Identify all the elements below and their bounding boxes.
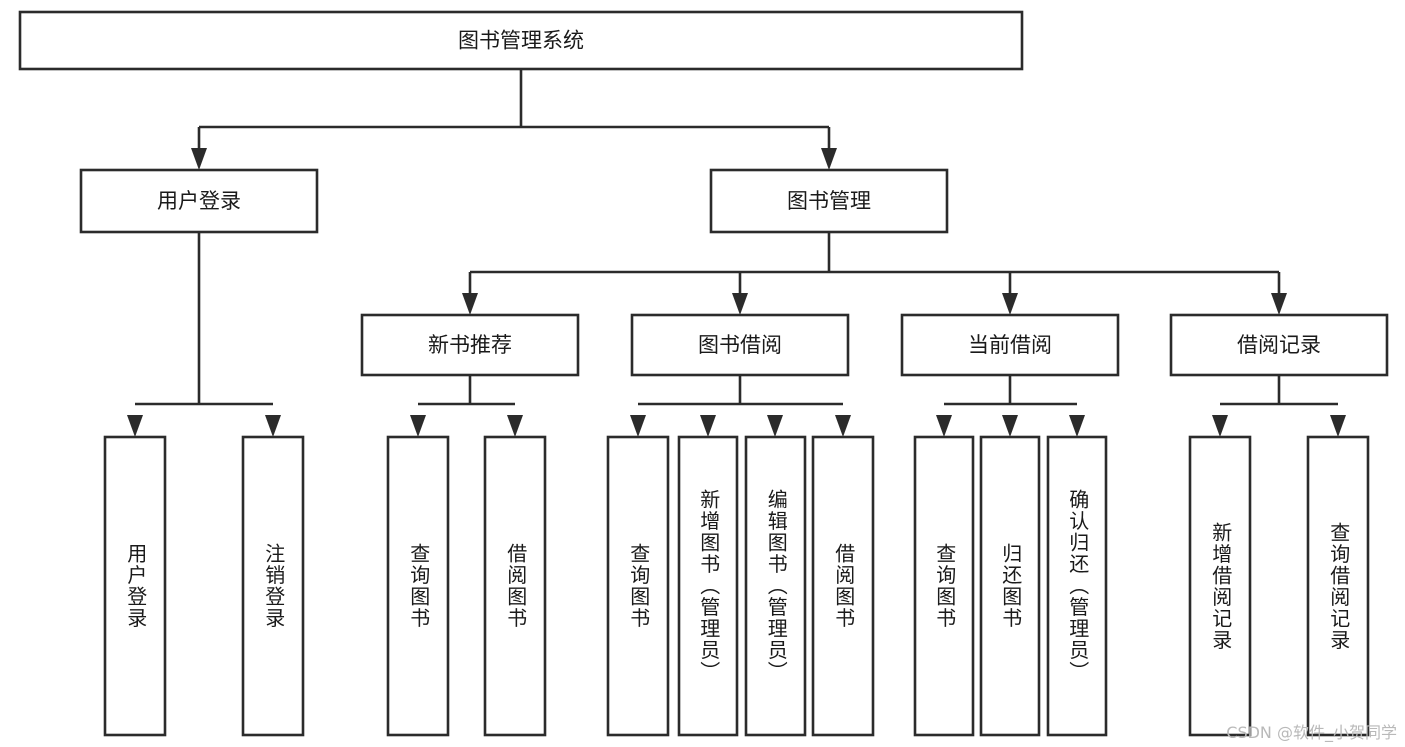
node-boxes-layer [18, 10, 1389, 737]
watermark-csdn: CSDN @软件_小贺同学 [1226, 723, 1397, 742]
arrowhead-icon-arrow-leaf-10 [1002, 415, 1018, 437]
node-box-book-borrow[interactable] [630, 313, 850, 377]
node-box-leaf-query-book-borrow[interactable] [606, 435, 670, 737]
node-label-book-borrow: 图书借阅 [698, 333, 782, 357]
arrowhead-icon-arrow-leaf-4 [507, 415, 523, 437]
node-box-root[interactable] [18, 10, 1024, 71]
node-label-user-login: 用户登录 [157, 189, 241, 213]
arrowhead-icon-arrow-leaf-6 [700, 415, 716, 437]
node-label-root: 图书管理系统 [458, 29, 584, 53]
arrowheads-layer [127, 148, 1346, 437]
arrowhead-icon-arrow-leaf-13 [1330, 415, 1346, 437]
node-box-user-login[interactable] [79, 168, 319, 234]
node-box-leaf-add-borrow-record[interactable] [1188, 435, 1252, 737]
node-box-leaf-return-book[interactable] [979, 435, 1041, 737]
arrowhead-icon-arrow-leaf-11 [1069, 415, 1085, 437]
node-box-leaf-query-borrow-record[interactable] [1306, 435, 1370, 737]
arrowhead-icon-arrow-book-borrow [732, 293, 748, 315]
arrowhead-icon-arrow-leaf-7 [767, 415, 783, 437]
arrowhead-icon-arrow-leaf-9 [936, 415, 952, 437]
node-box-leaf-add-book-admin[interactable] [677, 435, 739, 737]
arrowhead-icon-arrow-new-book-recommend [462, 293, 478, 315]
arrowhead-icon-arrow-book-management [821, 148, 837, 170]
arrowhead-icon-arrow-borrow-records [1271, 293, 1287, 315]
arrowhead-icon-arrow-leaf-5 [630, 415, 646, 437]
node-box-current-borrow[interactable] [900, 313, 1120, 377]
arrowhead-icon-arrow-leaf-1 [127, 415, 143, 437]
arrowhead-icon-arrow-user-login [191, 148, 207, 170]
arrowhead-icon-arrow-current-borrow [1002, 293, 1018, 315]
node-box-leaf-confirm-return-admin[interactable] [1046, 435, 1108, 737]
node-label-book-management: 图书管理 [787, 189, 871, 213]
arrowhead-icon-arrow-leaf-8 [835, 415, 851, 437]
node-box-leaf-user-logout[interactable] [241, 435, 305, 737]
node-box-leaf-borrow-book-new[interactable] [483, 435, 547, 737]
node-box-borrow-records[interactable] [1169, 313, 1389, 377]
node-label-new-book-recommend: 新书推荐 [428, 333, 512, 357]
arrowhead-icon-arrow-leaf-2 [265, 415, 281, 437]
node-box-book-management[interactable] [709, 168, 949, 234]
arrowhead-icon-arrow-leaf-3 [410, 415, 426, 437]
node-box-leaf-borrow-book[interactable] [811, 435, 875, 737]
node-box-leaf-query-book-current[interactable] [913, 435, 975, 737]
edges-layer [135, 69, 1338, 406]
node-box-leaf-query-book-new[interactable] [386, 435, 450, 737]
node-label-borrow-records: 借阅记录 [1237, 333, 1321, 357]
node-box-leaf-user-login[interactable] [103, 435, 167, 737]
node-box-new-book-recommend[interactable] [360, 313, 580, 377]
node-label-current-borrow: 当前借阅 [968, 333, 1052, 357]
arrowhead-icon-arrow-leaf-12 [1212, 415, 1228, 437]
node-box-leaf-edit-book-admin[interactable] [744, 435, 807, 737]
